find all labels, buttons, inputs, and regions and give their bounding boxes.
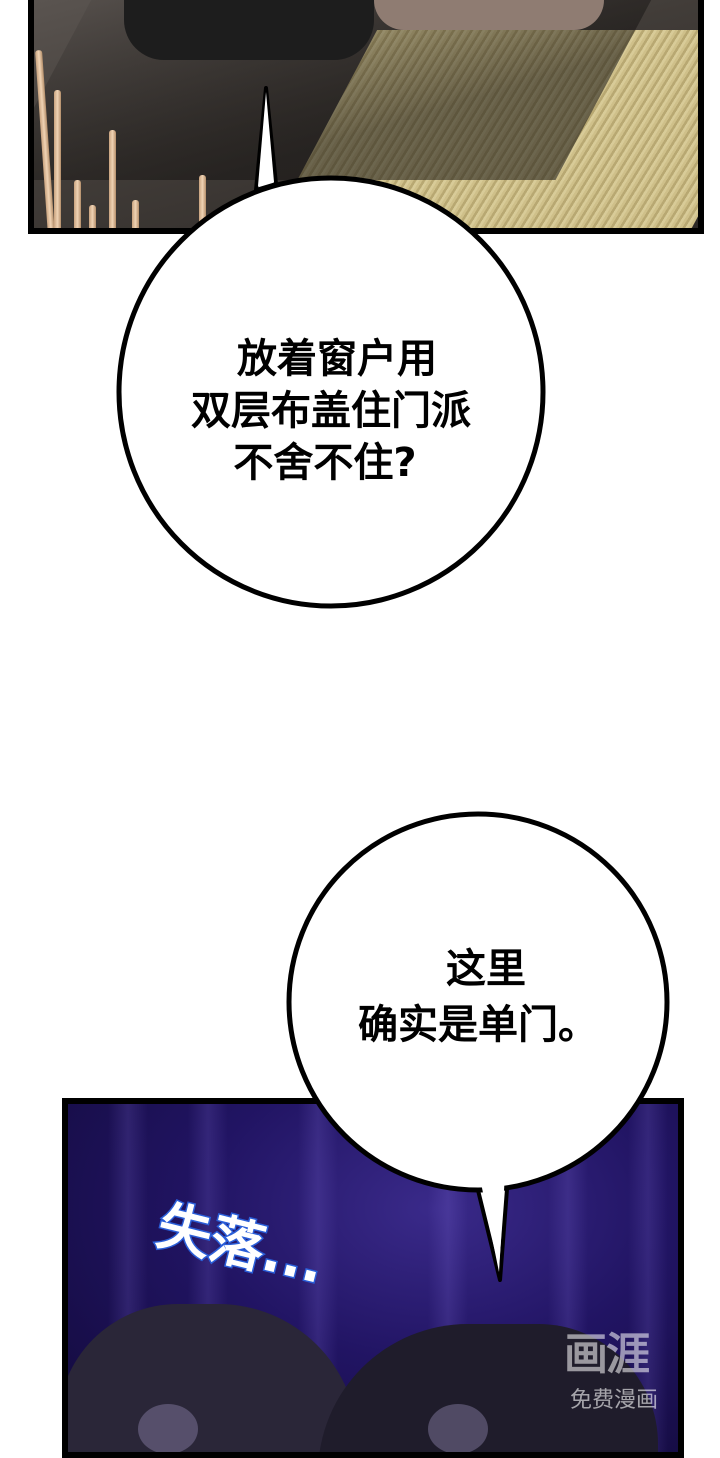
sound-effect-text: 失落... xyxy=(150,1192,333,1297)
figure-arm xyxy=(374,0,604,30)
sound-effect: 失落... xyxy=(150,1150,400,1297)
watermark-logo: 画涯 xyxy=(564,1329,650,1380)
wooden-stick xyxy=(132,200,139,228)
speech-bubble-second: 这里 确实是单门。 xyxy=(286,811,670,1292)
wooden-stick xyxy=(89,205,96,228)
speech-bubble-shape xyxy=(116,86,546,609)
wooden-stick xyxy=(74,180,81,228)
dialogue-line: 确实是单门。 xyxy=(358,1002,598,1048)
character-highlight xyxy=(428,1404,488,1452)
speech-bubble-first: 放着窗户用 双层布盖住门派 不舍不住? xyxy=(116,86,546,609)
watermark-subtitle: 免费漫画 xyxy=(570,1388,659,1413)
character-highlight xyxy=(138,1404,198,1452)
wooden-stick xyxy=(54,90,61,228)
watermark: 画涯 免费漫画 xyxy=(564,1318,694,1428)
wooden-stick xyxy=(199,175,206,228)
dialogue-line: 双层布盖住门派 xyxy=(191,388,471,434)
dialogue-line: 不舍不住? xyxy=(233,440,417,486)
wooden-stick xyxy=(109,130,116,228)
speech-bubble-shape xyxy=(286,811,670,1282)
dark-cloth xyxy=(124,0,374,60)
dialogue-line: 这里 xyxy=(446,946,526,992)
dialogue-line: 放着窗户用 xyxy=(237,336,437,382)
